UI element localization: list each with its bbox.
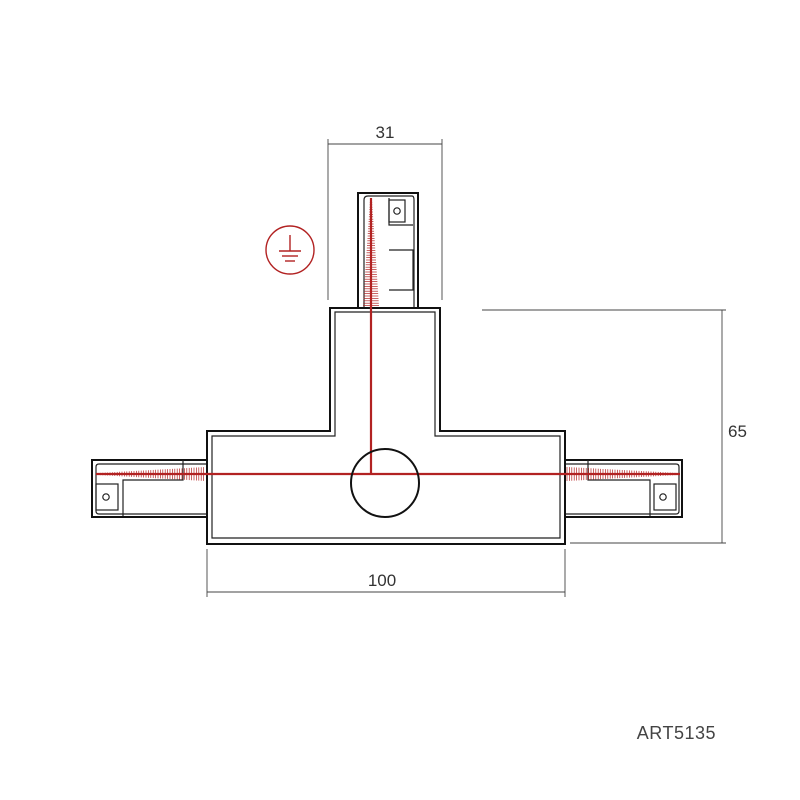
dimension-height: 65 <box>482 309 747 544</box>
dimension-bottom-width-label: 100 <box>368 571 396 590</box>
dimension-bottom-width: 100 <box>206 549 566 597</box>
product-code: ART5135 <box>637 723 716 743</box>
center-joint-circle <box>350 448 420 518</box>
left-stub-connector <box>91 459 208 518</box>
wiring-lines <box>96 198 680 476</box>
top-stub-connector <box>357 192 419 308</box>
t-body <box>206 307 566 545</box>
dimension-top-width: 31 <box>327 123 443 300</box>
right-stub-connector <box>565 459 683 518</box>
dimension-top-width-label: 31 <box>376 123 395 142</box>
dimension-height-label: 65 <box>728 422 747 441</box>
ground-symbol-icon <box>265 225 315 275</box>
